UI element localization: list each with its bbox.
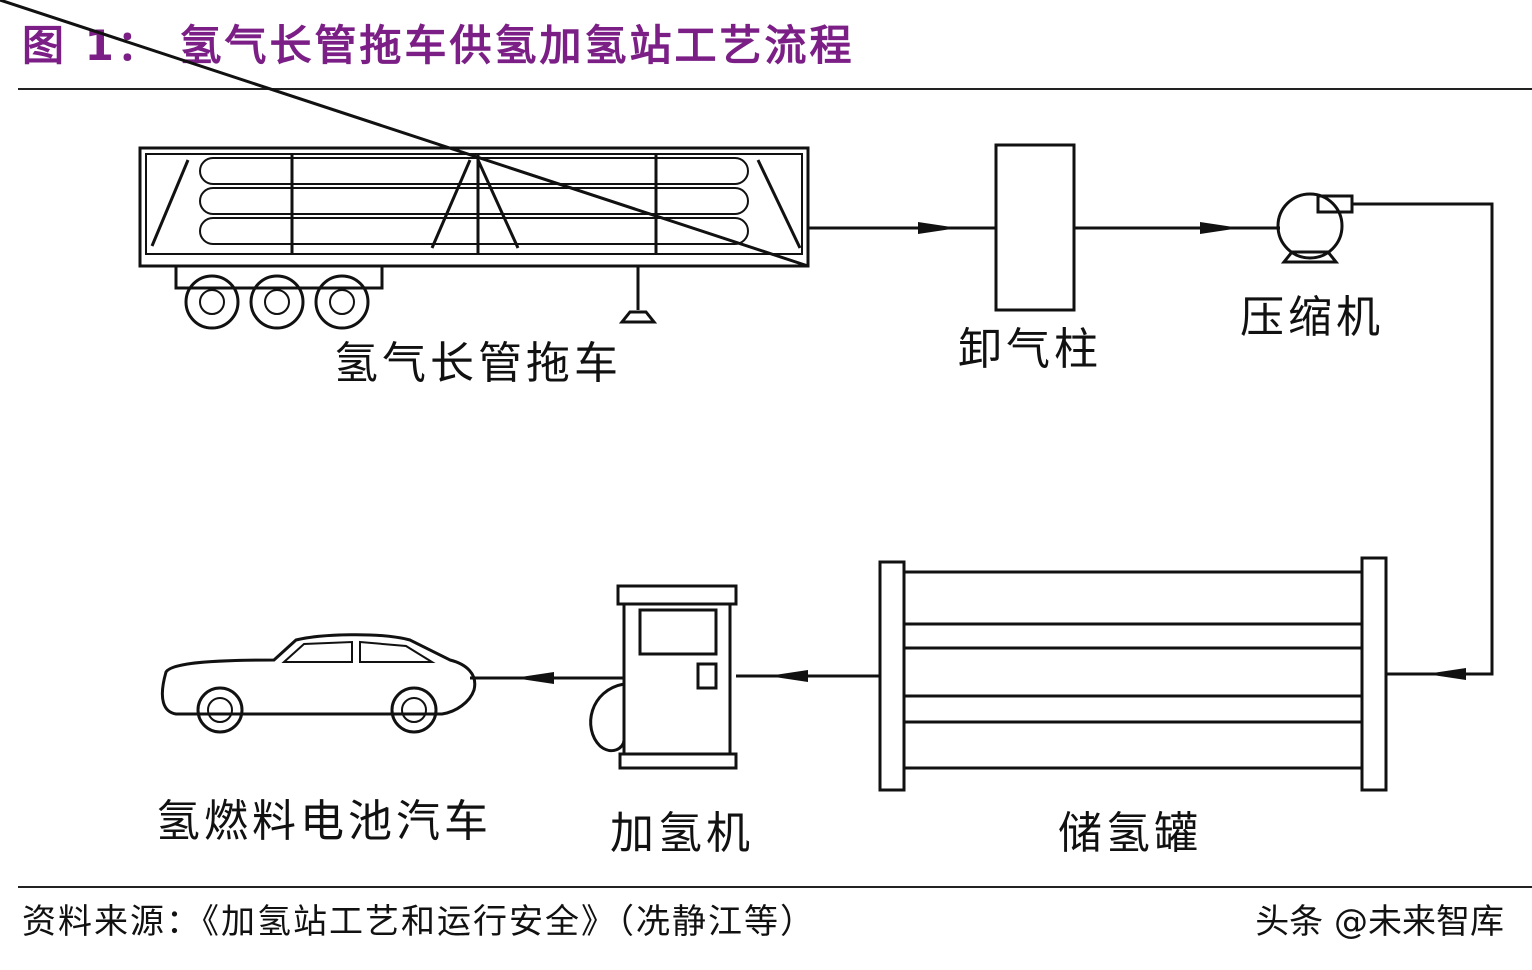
figure-title: 图 1： 氢气长管拖车供氢加氢站工艺流程 bbox=[22, 21, 855, 70]
label-dispenser: 加氢机 bbox=[610, 808, 754, 859]
bottom-rule bbox=[18, 886, 1532, 888]
label-compressor: 压缩机 bbox=[1240, 292, 1384, 343]
flow-arrow-3 bbox=[1426, 668, 1466, 680]
fuel-cell-car-drawing bbox=[160, 633, 477, 734]
compressor-drawing bbox=[1276, 192, 1354, 264]
flow-arrow-4 bbox=[768, 670, 808, 682]
pipe-compressor-to-tank bbox=[1352, 202, 1494, 676]
storage-tank-drawing bbox=[878, 556, 1388, 792]
label-fuel-cell-car: 氢燃料电池汽车 bbox=[156, 796, 492, 847]
source-note: 资料来源：《加氢站工艺和运行安全》（冼静江等） bbox=[22, 902, 816, 942]
flow-arrow-1 bbox=[918, 222, 958, 234]
dispenser-drawing bbox=[589, 584, 738, 770]
flow-arrow-2 bbox=[1200, 222, 1240, 234]
unloading-post-drawing bbox=[994, 143, 1076, 312]
tube-trailer-drawing bbox=[0, 0, 810, 330]
top-rule bbox=[18, 88, 1532, 90]
label-unloading-post: 卸气柱 bbox=[958, 324, 1102, 375]
label-storage-tank: 储氢罐 bbox=[1058, 808, 1202, 859]
label-tube-trailer: 氢气长管拖车 bbox=[334, 338, 622, 389]
flow-arrow-5 bbox=[514, 672, 554, 684]
watermark: 头条 @未来智库 bbox=[1255, 902, 1504, 942]
